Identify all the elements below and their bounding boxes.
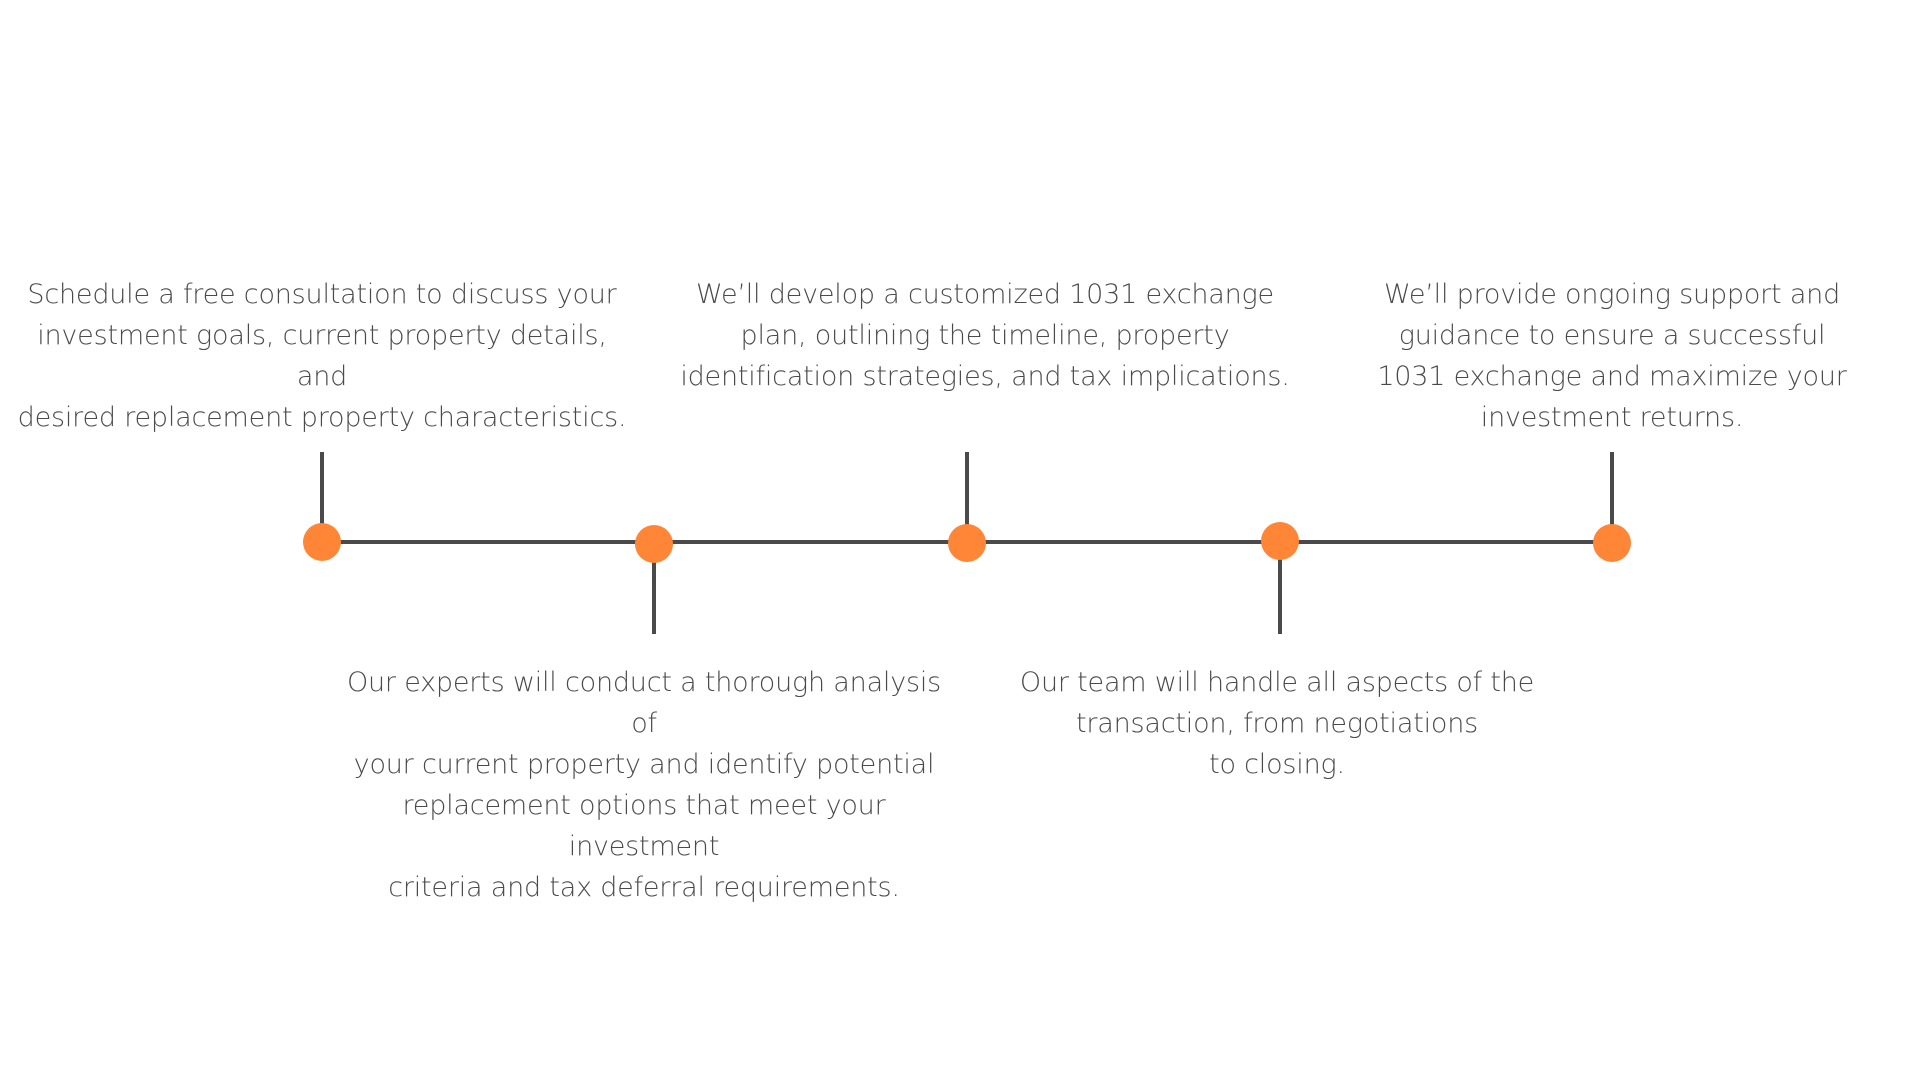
step-marker-5 — [1593, 524, 1631, 562]
step-marker-3 — [948, 524, 986, 562]
step-5-text: We’ll provide ongoing support and guidan… — [1377, 279, 1847, 433]
step-marker-1 — [303, 523, 341, 561]
step-marker-4 — [1261, 522, 1299, 560]
step-marker-2 — [635, 525, 673, 563]
step-3-text: We’ll develop a customized 1031 exchange… — [680, 279, 1290, 392]
step-4-text: Our team will handle all aspects of the … — [1019, 667, 1535, 780]
step-2-text: Our experts will conduct a thorough anal… — [346, 667, 942, 903]
step-1-text: Schedule a free consultation to discuss … — [17, 279, 627, 433]
